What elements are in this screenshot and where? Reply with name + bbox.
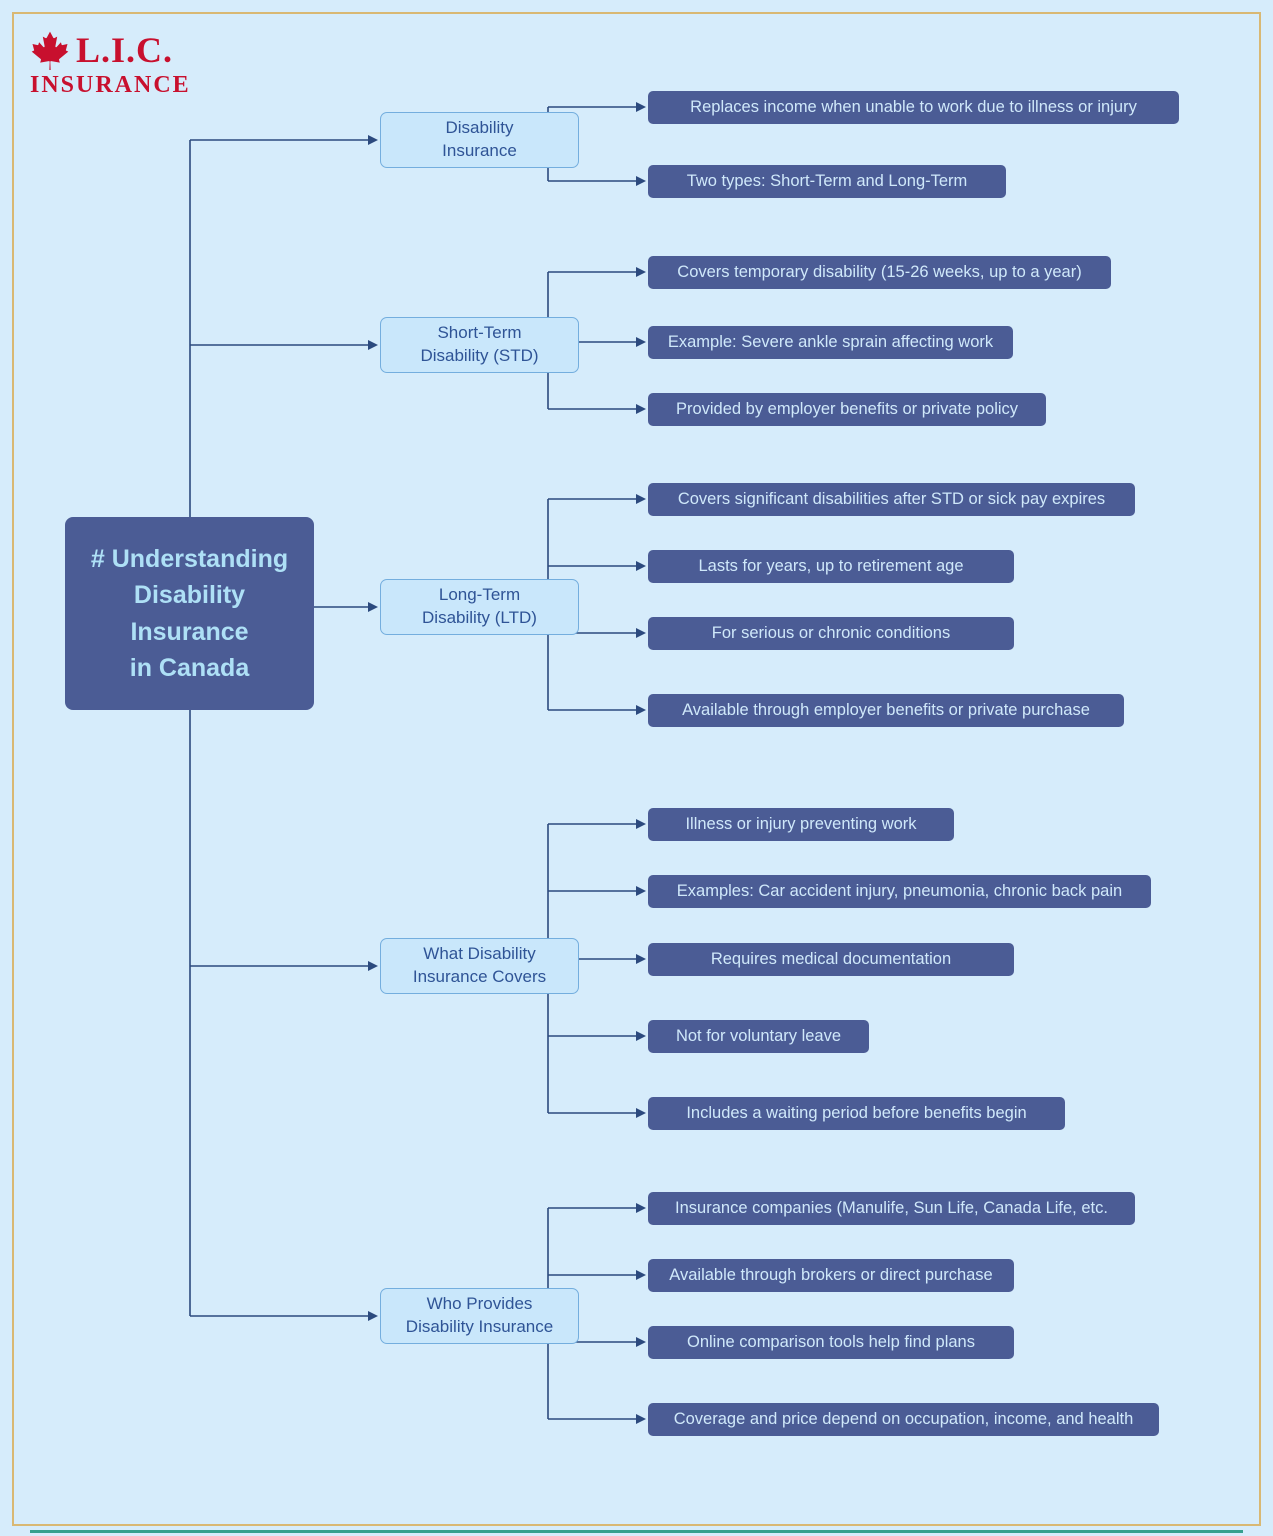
leaf-node: Online comparison tools help find plans [648,1326,1014,1359]
branch-node-what-it-covers: What Disability Insurance Covers [380,938,579,994]
branch-node-short-term-disability: Short-Term Disability (STD) [380,317,579,373]
branch-node-disability-insurance: Disability Insurance [380,112,579,168]
leaf-node: Available through employer benefits or p… [648,694,1124,727]
leaf-node: For serious or chronic conditions [648,617,1014,650]
leaf-node: Requires medical documentation [648,943,1014,976]
leaf-node: Insurance companies (Manulife, Sun Life,… [648,1192,1135,1225]
branch-node-long-term-disability: Long-Term Disability (LTD) [380,579,579,635]
bottom-accent-line [30,1530,1243,1533]
leaf-node: Two types: Short-Term and Long-Term [648,165,1006,198]
leaf-node: Provided by employer benefits or private… [648,393,1046,426]
leaf-node: Lasts for years, up to retirement age [648,550,1014,583]
leaf-node: Examples: Car accident injury, pneumonia… [648,875,1151,908]
logo-brand: L.I.C. [76,30,174,70]
root-topic-node: # Understanding Disability Insurance in … [65,517,314,710]
maple-leaf-icon [30,30,70,70]
leaf-node: Includes a waiting period before benefit… [648,1097,1065,1130]
leaf-node: Illness or injury preventing work [648,808,954,841]
leaf-node: Covers temporary disability (15-26 weeks… [648,256,1111,289]
logo-subtitle: INSURANCE [30,72,191,98]
leaf-node: Replaces income when unable to work due … [648,91,1179,124]
leaf-node: Example: Severe ankle sprain affecting w… [648,326,1013,359]
lic-logo: L.I.C. INSURANCE [30,30,191,98]
leaf-node: Coverage and price depend on occupation,… [648,1403,1159,1436]
branch-node-who-provides: Who Provides Disability Insurance [380,1288,579,1344]
leaf-node: Not for voluntary leave [648,1020,869,1053]
leaf-node: Covers significant disabilities after ST… [648,483,1135,516]
leaf-node: Available through brokers or direct purc… [648,1259,1014,1292]
